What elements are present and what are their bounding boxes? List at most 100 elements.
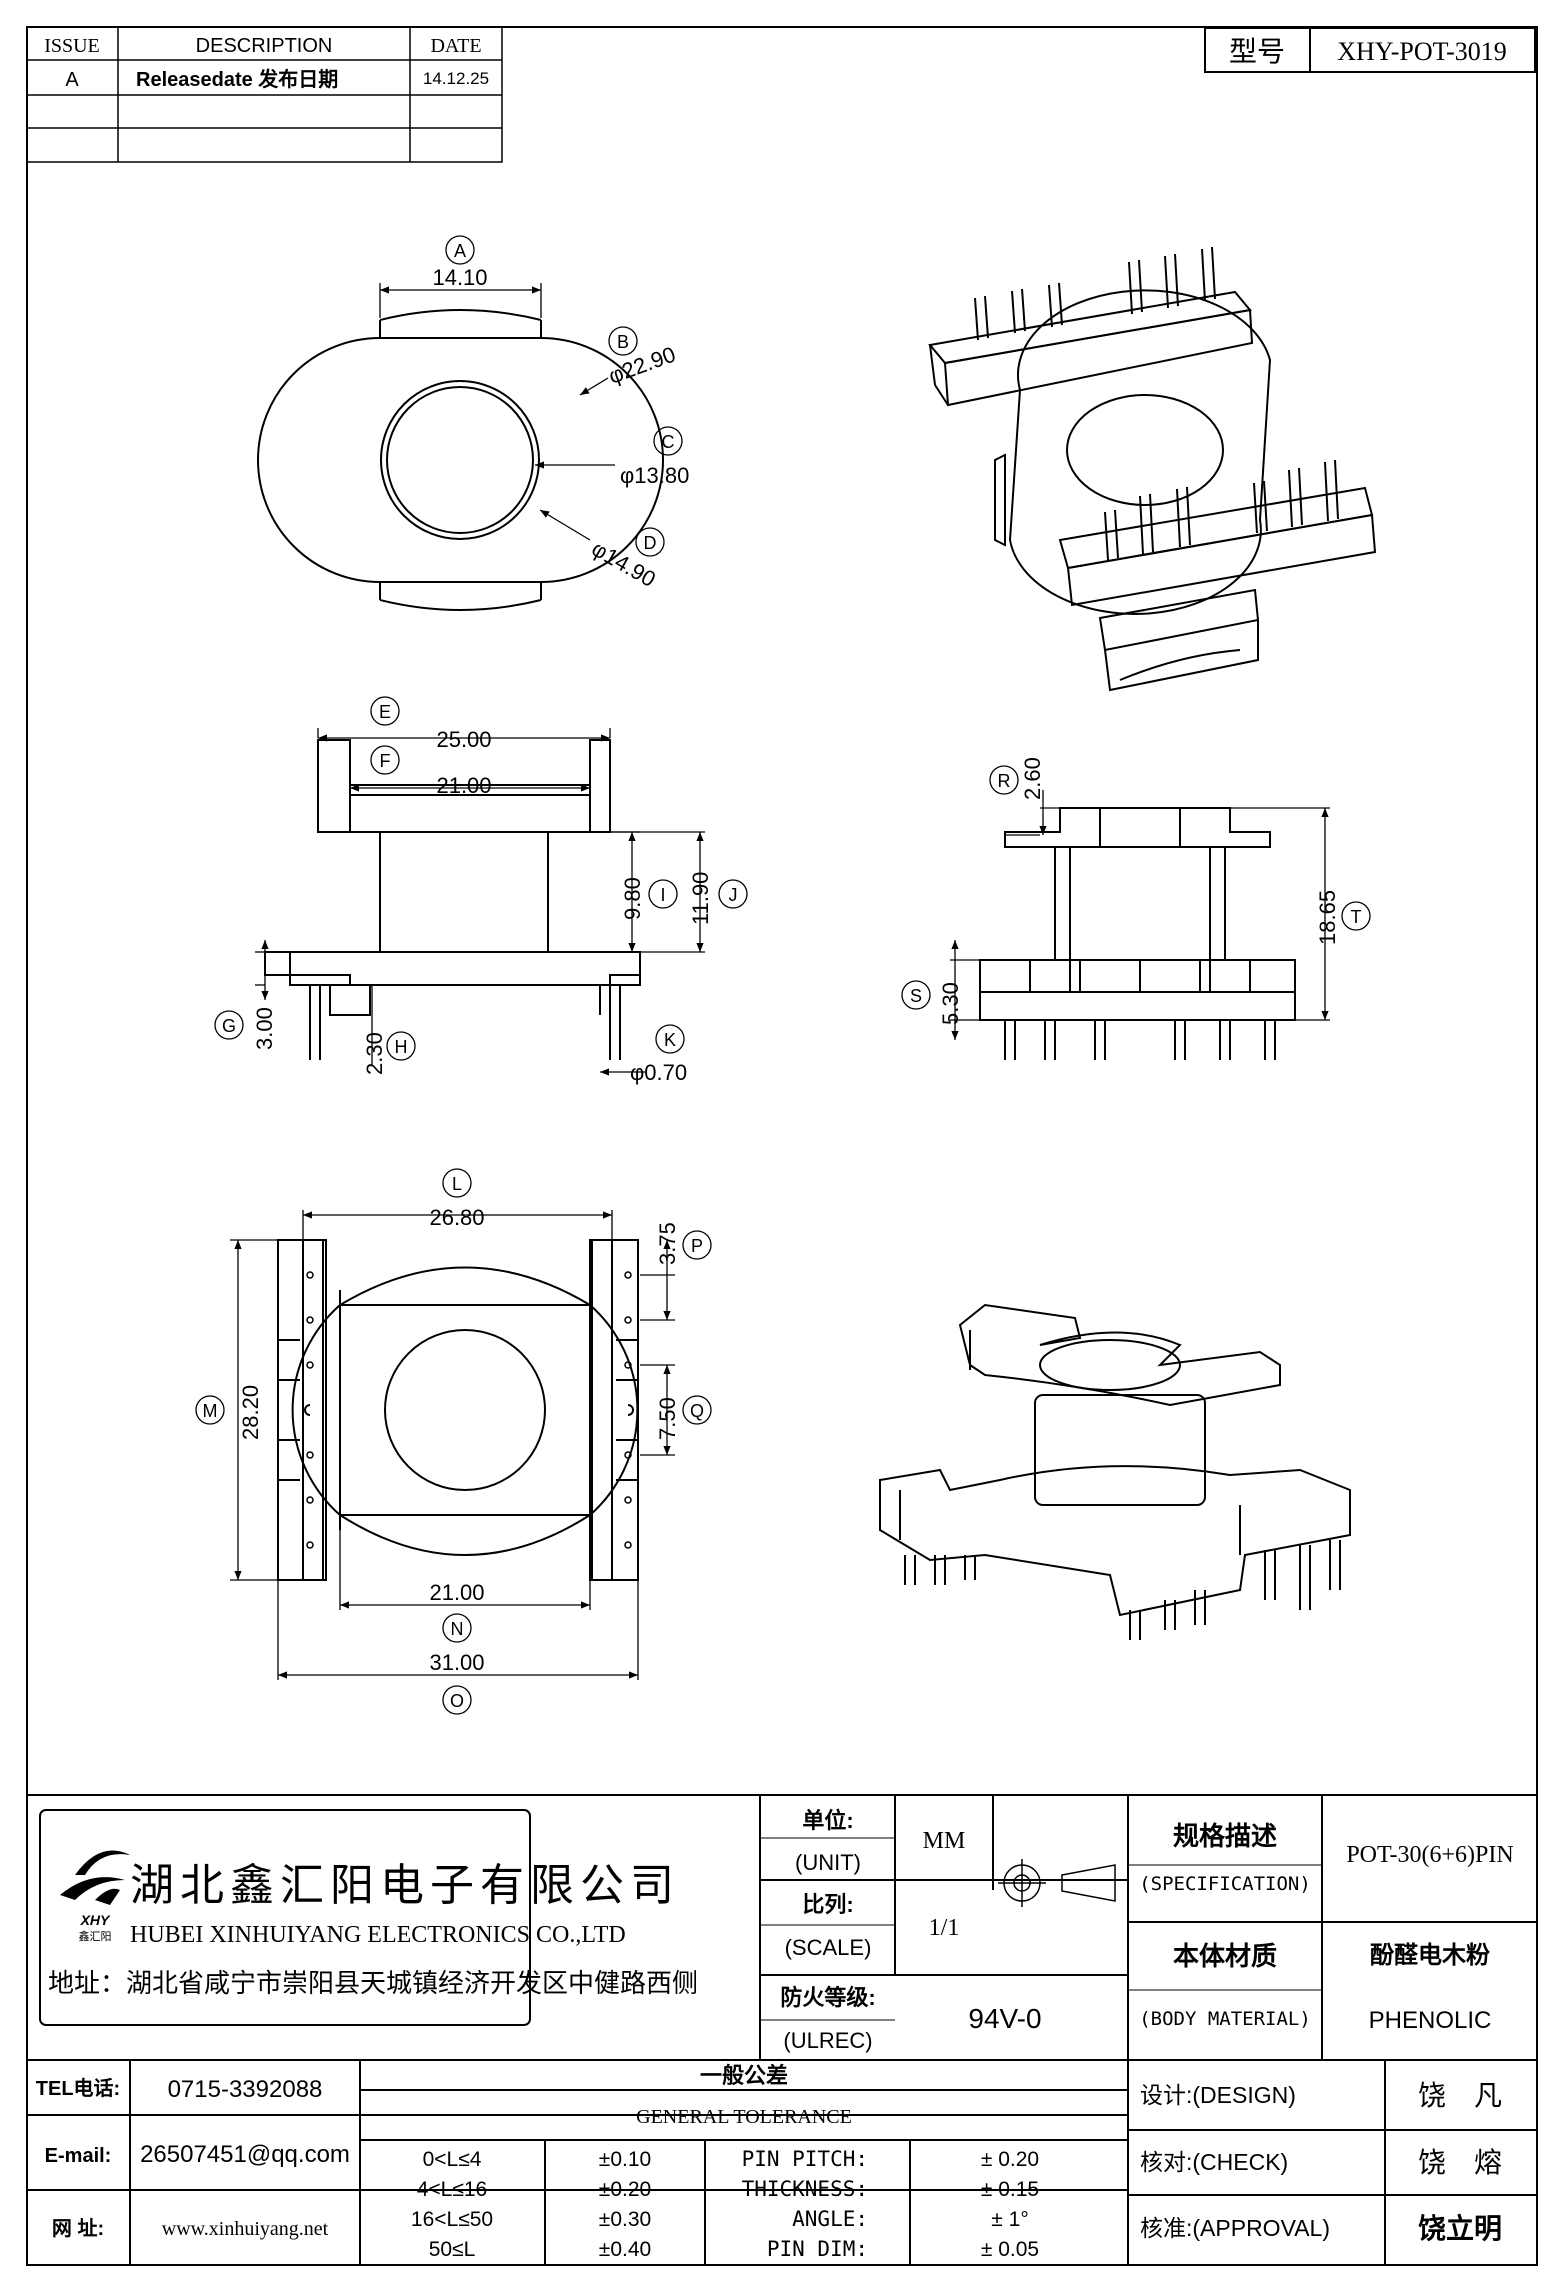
dim-g-letter: G [222,1016,236,1036]
projection-symbol [998,1859,1116,1907]
email-label: E-mail: [45,2145,112,2167]
company-name-en: HUBEI XINHUIYANG ELECTRONICS CO.,LTD [130,1922,626,1948]
dim-t-value: 18.65 [1315,890,1340,945]
dim-q-letter: Q [690,1401,704,1421]
ulrec-label-en: (ULREC) [783,2028,872,2053]
scale-label-en: (SCALE) [785,1935,872,1960]
dim-a-letter: A [454,241,466,261]
dim-q-value: 7.50 [655,1397,680,1440]
unit-label-cn: 单位: [802,1808,853,1833]
tolerance-title-en: GENERAL TOLERANCE [636,2106,852,2128]
approval-name: 饶立明 [1418,2212,1502,2244]
tol-range: 0<L≤4 [423,2148,482,2171]
unit-label-en: (UNIT) [795,1850,861,1875]
web-label: 网 址: [52,2217,104,2240]
ulrec-label-cn: 防火等级: [780,1985,875,2010]
company-name-cn: 湖北鑫汇阳电子有限公司 [130,1860,680,1911]
tol-item-value: ± 0.20 [981,2148,1039,2171]
tol-value: ±0.20 [599,2178,651,2201]
material-value-en: PHENOLIC [1369,2007,1492,2034]
check-name: 饶 熔 [1418,2147,1502,2178]
dim-o-value: 31.00 [429,1650,484,1675]
dim-e-letter: E [379,702,391,722]
dim-p-value: 3.75 [655,1222,680,1265]
tol-range: 16<L≤50 [411,2208,493,2231]
logo-text: XHY [80,1912,111,1928]
company-address: 地址：湖北省咸宁市崇阳县天城镇经济开发区中健路西侧 [48,1969,698,1999]
dim-a-value: 14.10 [432,265,487,290]
dim-c-value: φ13.80 [620,463,689,488]
scale-value: 1/1 [929,1915,960,1941]
bottom-dims [195,1168,712,1715]
dim-t-letter: T [1351,907,1362,927]
tol-range: 4<L≤16 [417,2178,488,2201]
dim-b-letter: B [617,332,629,352]
ulrec-value: 94V-0 [968,2003,1041,2034]
design-label: 设计:(DESIGN) [1140,2082,1296,2108]
design-name: 饶 凡 [1418,2080,1502,2111]
company-logo [60,1850,130,1905]
tol-item-value: ± 0.05 [981,2238,1039,2261]
dim-h-value: 2.30 [362,1032,387,1075]
tol-item: ANGLE: [792,2207,868,2231]
tol-item-value: ± 1° [991,2208,1028,2231]
dim-r-value: 2.60 [1020,757,1045,800]
email-value: 26507451@qq.com [140,2141,350,2168]
dim-m-value: 28.20 [238,1385,263,1440]
dim-g-value: 3.00 [252,1007,277,1050]
model-number: XHY-POT-3019 [1337,37,1507,66]
dim-c-letter: C [662,432,675,452]
top-view [257,309,664,611]
side-dims [901,765,1371,1040]
dim-f-value: 21.00 [436,773,491,798]
tol-item-value: ± 0.15 [981,2178,1039,2201]
web-value: www.xinhuiyang.net [162,2218,329,2240]
material-value-cn: 酚醛电木粉 [1370,1942,1490,1969]
front-dims [214,696,748,1076]
logo-subtext: 鑫汇阳 [79,1929,112,1943]
dim-j-value: 11.90 [688,872,713,925]
dim-e-value: 25.00 [436,727,491,752]
tolerance-title-cn: 一般公差 [700,2063,788,2088]
rev-header-date: DATE [430,35,481,57]
unit-value: MM [923,1828,966,1854]
approval-label: 核准:(APPROVAL) [1140,2215,1330,2241]
tol-value: ±0.10 [599,2148,651,2171]
bottom-pins [306,1271,632,1549]
dim-j-letter: J [729,885,738,905]
tol-item: PIN DIM: [767,2237,868,2261]
dim-i-letter: I [660,885,665,905]
rev-date: 14.12.25 [423,69,489,88]
dim-k-value: φ0.70 [630,1060,687,1085]
tol-item: THICKNESS: [742,2177,868,2201]
model-label: 型号 [1229,36,1285,67]
dim-p-letter: P [691,1236,703,1256]
dim-f-letter: F [380,751,391,771]
rev-header-issue: ISSUE [44,35,100,57]
spec-label-cn: 规格描述 [1173,1821,1277,1851]
dim-r-letter: R [998,771,1011,791]
sheet-border [26,26,1538,2266]
tol-value: ±0.30 [599,2208,651,2231]
iso-view-bottom [879,1303,1351,1640]
dim-o-letter: O [450,1691,464,1711]
dim-n-value: 21.00 [429,1580,484,1605]
dim-m-letter: M [203,1401,218,1421]
check-label: 核对:(CHECK) [1140,2149,1288,2175]
bottom-view [277,1239,639,1581]
rev-description: Releasedate 发布日期 [136,67,338,91]
dim-s-letter: S [910,986,922,1006]
iso-view-top [928,246,1377,692]
rev-issue: A [65,69,79,91]
dim-h-letter: H [395,1037,408,1057]
tol-range: 50≤L [429,2238,476,2261]
model-box [1204,27,1536,73]
material-label-en: (BODY MATERIAL) [1139,2008,1311,2030]
dim-i-value: 9.80 [620,877,645,920]
revision-table [26,26,503,163]
scale-label-cn: 比列: [802,1892,853,1917]
tel-value: 0715-3392088 [168,2076,323,2103]
title-block-grid [27,1794,1537,2265]
tol-item: PIN PITCH: [742,2147,868,2171]
